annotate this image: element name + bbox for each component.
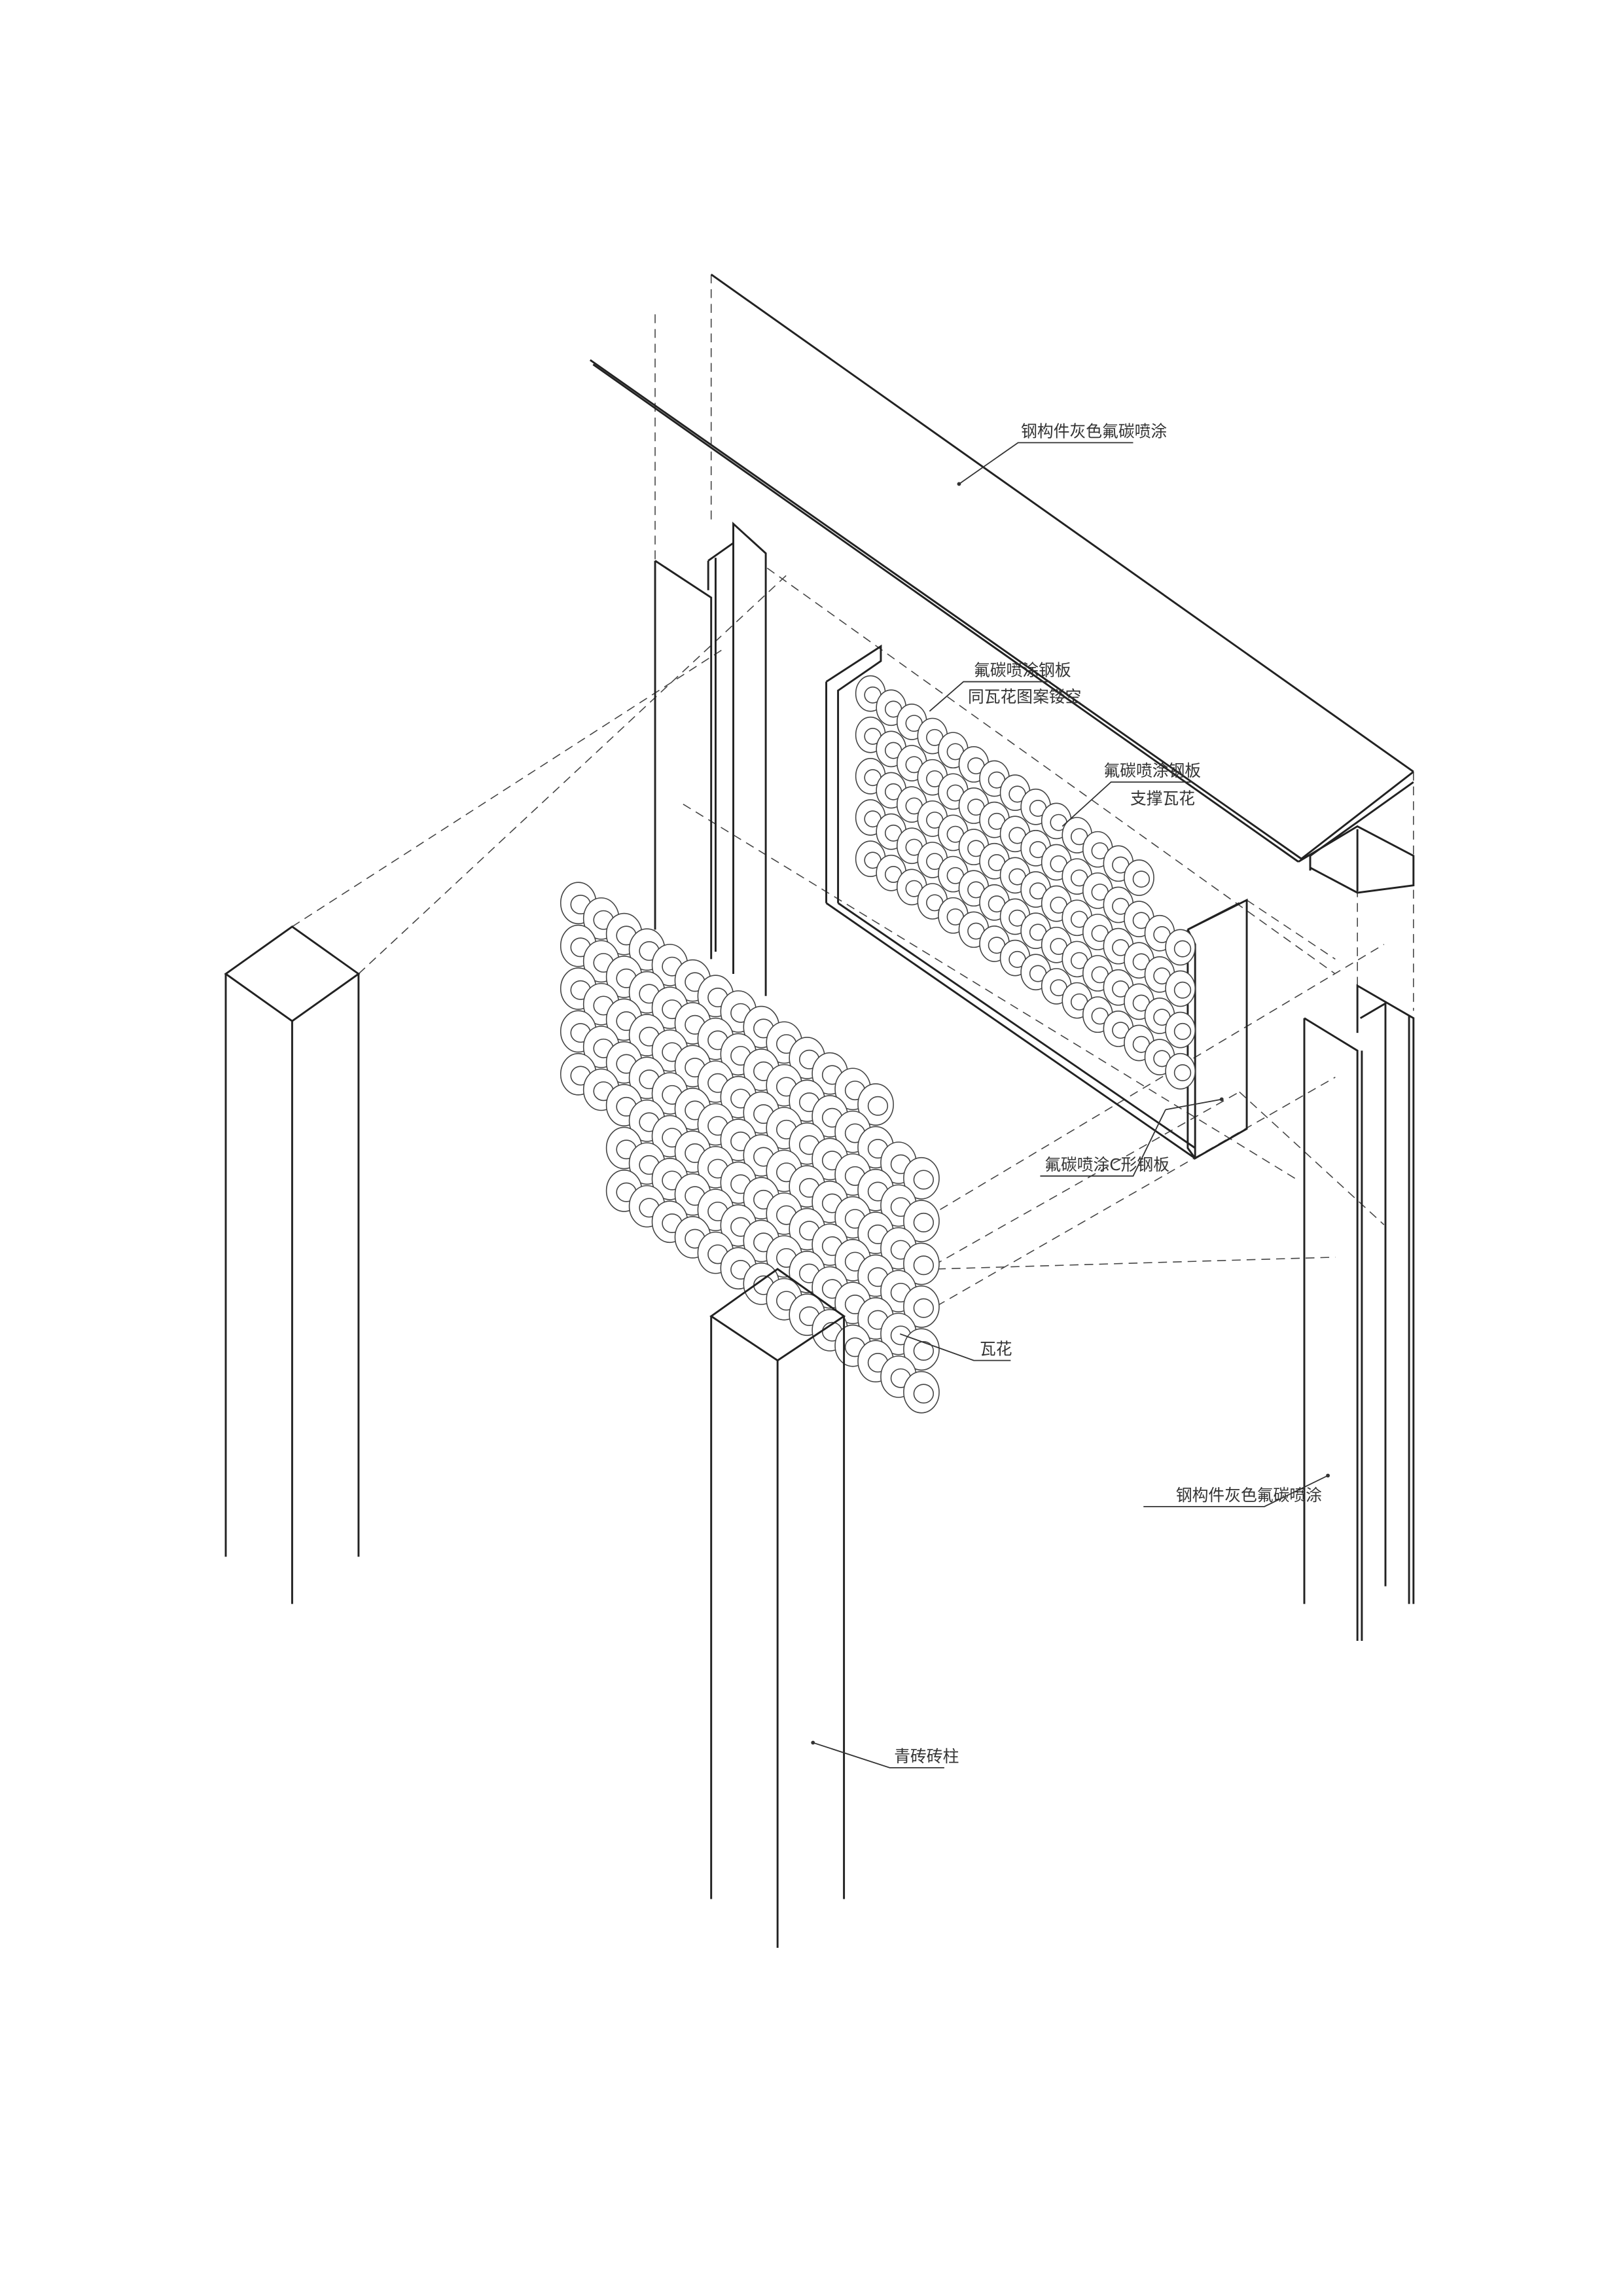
tile-ring-inner [913,1170,935,1190]
svg-text:青砖砖柱: 青砖砖柱 [894,1747,959,1766]
tile-ring-inner [1132,870,1150,888]
tile-ring-inner [867,1096,889,1116]
left-brick-column [224,925,361,1604]
support-plate-tile-lattice [855,675,1196,1090]
top-steel-beam [589,274,1415,894]
tile-ring-inner [1173,1022,1192,1040]
left-steel-post [654,522,767,996]
tile-ring-inner [913,1341,935,1361]
tile-ring-inner [913,1384,935,1404]
label-brick-column: 青砖砖柱 [811,1740,959,1768]
center-brick-column [709,1268,846,1948]
tile-ring-inner [1173,1064,1192,1081]
svg-text:钢构件灰色氟碳喷涂: 钢构件灰色氟碳喷涂 [1176,1486,1322,1505]
svg-text:同瓦花图案镂空: 同瓦花图案镂空 [968,687,1081,706]
tile-ring-inner [1173,981,1192,999]
tile-ring-inner [1173,940,1192,958]
svg-text:支撑瓦花: 支撑瓦花 [1130,789,1195,808]
right-steel-post [1303,984,1415,1641]
label-top-beam: 钢构件灰色氟碳喷涂 [957,422,1167,486]
svg-text:氟碳喷涂钢板: 氟碳喷涂钢板 [974,661,1071,680]
label-c-channel: 氟碳喷涂C形钢板 [1040,1097,1224,1177]
label-perforated-plate: 氟碳喷涂钢板 同瓦花图案镂空 [929,661,1081,712]
svg-text:瓦花: 瓦花 [980,1340,1012,1359]
label-roof-tile-lattice: 瓦花 [899,1333,1012,1361]
tile-ring-inner [913,1255,935,1276]
roof-tile-lattice [560,882,940,1414]
tile-ring-inner [913,1298,935,1318]
label-support-plate: 氟碳喷涂钢板 支撑瓦花 [1061,761,1201,827]
svg-text:氟碳喷涂钢板: 氟碳喷涂钢板 [1103,761,1201,780]
svg-text:氟碳喷涂C形钢板: 氟碳喷涂C形钢板 [1044,1155,1169,1174]
tile-ring-inner [913,1212,935,1232]
c-channel-frame [825,644,1248,1160]
svg-text:钢构件灰色氟碳喷涂: 钢构件灰色氟碳喷涂 [1021,422,1167,440]
label-right-post: 钢构件灰色氟碳喷涂 [1143,1473,1330,1507]
